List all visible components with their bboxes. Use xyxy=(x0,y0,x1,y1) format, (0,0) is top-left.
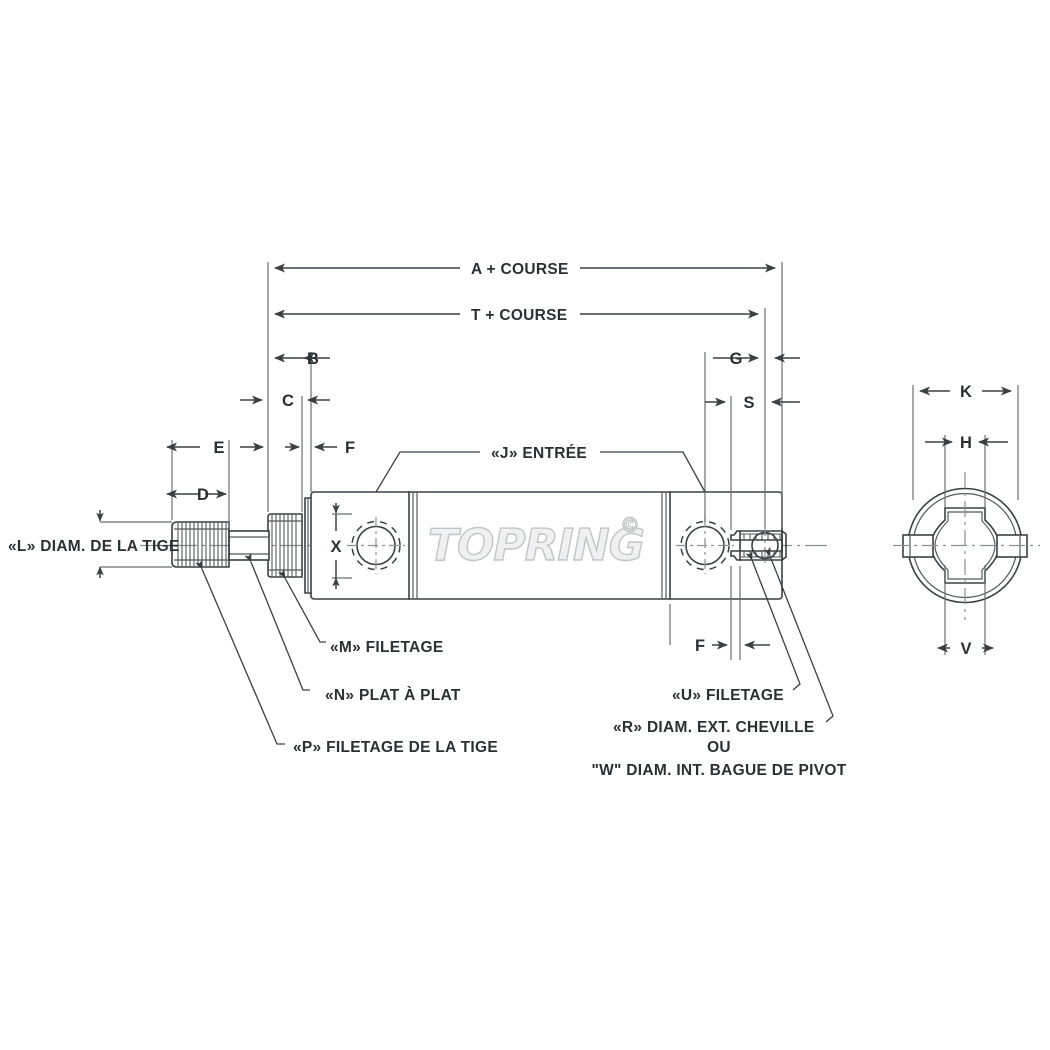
cap-right xyxy=(661,491,671,600)
callout-n-flats: «N» PLAT À PLAT xyxy=(244,552,461,704)
callout-label-m-thread: «M» FILETAGE xyxy=(330,639,444,656)
port-inlet-left xyxy=(347,517,405,574)
dimension-label-f-right: F xyxy=(695,637,705,655)
end-view: K H V xyxy=(893,383,1040,658)
callout-label-w-bushing-id: "W" DIAM. INT. BAGUE DE PIVOT xyxy=(591,762,846,779)
dimension-g: G xyxy=(713,350,800,368)
callout-label-n-flats: «N» PLAT À PLAT xyxy=(325,687,461,704)
callout-label-p-rod-thread: «P» FILETAGE DE LA TIGE xyxy=(293,739,498,756)
callout-p-rod-thread: «P» FILETAGE DE LA TIGE xyxy=(195,559,498,756)
dimension-label-a-course: A + COURSE xyxy=(471,261,569,278)
callout-label-r-pin-od: «R» DIAM. EXT. CHEVILLE xyxy=(613,719,815,736)
topring-watermark: TOPRING © xyxy=(427,512,645,571)
callout-label-rod-diameter: «L» DIAM. DE LA TIGE xyxy=(8,538,180,555)
rod-flats xyxy=(228,530,270,561)
head-cap-left xyxy=(408,491,418,600)
dimension-label-v: V xyxy=(960,640,971,658)
callout-inlet: «J» ENTRÉE xyxy=(375,445,706,493)
dimension-f-right: F xyxy=(695,637,770,655)
dimension-label-f-left: F xyxy=(345,439,355,457)
rod-thread-tip xyxy=(171,521,230,568)
dimension-t-course: T + COURSE xyxy=(274,307,759,324)
callout-r-pin-od: «R» DIAM. EXT. CHEVILLE OU "W" DIAM. INT… xyxy=(591,546,846,779)
dimension-a-course: A + COURSE xyxy=(274,261,776,278)
gland-nut xyxy=(267,513,303,578)
extension-lines xyxy=(171,262,783,660)
dimension-label-x: X xyxy=(330,538,341,556)
dimension-d: D xyxy=(166,486,227,504)
dimension-k: K xyxy=(919,383,1012,401)
dimension-label-h: H xyxy=(960,434,972,452)
dimension-x: X xyxy=(330,503,352,589)
dimension-label-d: D xyxy=(197,486,209,504)
callout-label-inlet: «J» ENTRÉE xyxy=(491,445,587,462)
clevis-knurl-top xyxy=(741,533,782,540)
watermark-copyright-symbol: © xyxy=(620,513,640,537)
dimension-l-rod-diameter: «L» DIAM. DE LA TIGE xyxy=(8,510,180,578)
dimension-v: V xyxy=(937,640,994,658)
watermark-text: TOPRING xyxy=(428,520,644,571)
callout-label-u-thread: «U» FILETAGE xyxy=(672,687,784,704)
dimension-label-s: S xyxy=(743,394,754,412)
dimension-label-g: G xyxy=(730,350,743,368)
dimension-label-t-course: T + COURSE xyxy=(471,307,567,324)
dimension-f-left: F xyxy=(285,439,355,457)
clevis-pivot-block xyxy=(730,527,787,564)
dimension-b: B xyxy=(274,350,330,368)
dimension-s: S xyxy=(705,394,800,412)
callout-u-thread: «U» FILETAGE xyxy=(672,550,801,704)
callout-label-or: OU xyxy=(707,739,731,756)
dimension-label-k: K xyxy=(960,383,972,401)
dimension-e: E xyxy=(166,439,264,457)
callout-m-thread: «M» FILETAGE xyxy=(277,568,444,656)
cylinder-assembly: TOPRING © xyxy=(171,491,787,600)
dimension-label-b: B xyxy=(307,350,319,368)
dimension-c: C xyxy=(240,392,330,410)
dimension-h: H xyxy=(925,434,1008,452)
dimension-label-c: C xyxy=(282,392,294,410)
port-inlet-right xyxy=(676,517,734,574)
dimension-label-e: E xyxy=(213,439,224,457)
